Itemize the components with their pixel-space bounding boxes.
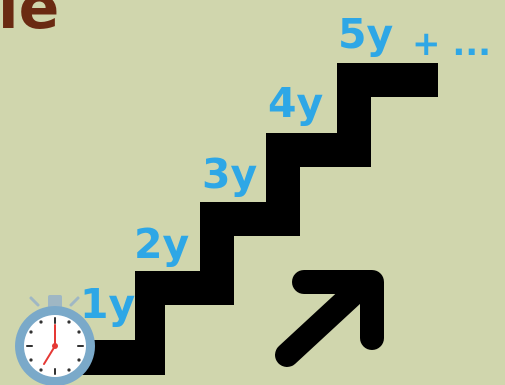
step-label-5y: 5y — [338, 10, 393, 58]
staircase — [80, 63, 438, 375]
continuation-label: + ... — [412, 24, 491, 64]
step-label-1y: 1y — [80, 280, 135, 328]
stopwatch-icon — [15, 295, 95, 385]
step-label-2y: 2y — [134, 220, 189, 268]
title-fragment: le — [0, 0, 59, 43]
step-label-3y: 3y — [202, 150, 257, 198]
step-label-4y: 4y — [268, 79, 323, 127]
arrow-up-right-icon — [275, 270, 384, 367]
